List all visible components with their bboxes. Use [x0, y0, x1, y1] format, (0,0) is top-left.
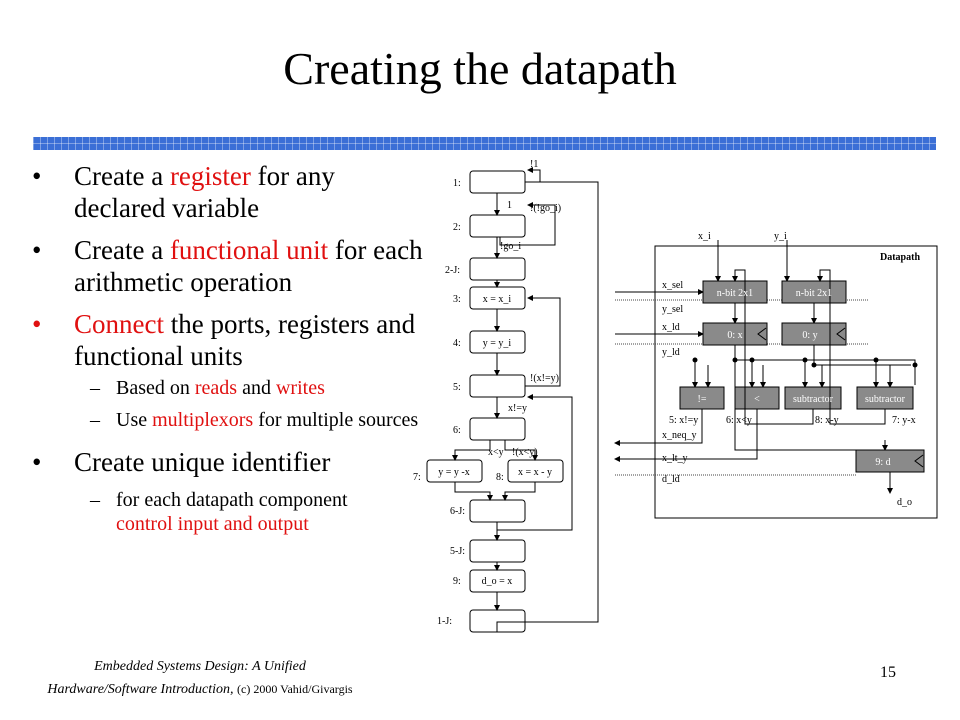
- state-2j: [469, 257, 526, 281]
- bullet-dot-icon: •: [32, 447, 42, 477]
- datapath-junctions: [692, 357, 918, 368]
- state-5j: [469, 539, 526, 563]
- state-labels: 1: 2: 2-J: 3: 4: 5: 6: 7: 8: 6-J: 5-J: 9…: [413, 178, 504, 627]
- edge-label: 1: [507, 200, 512, 211]
- state-label: 7:: [413, 472, 421, 483]
- control-label: y_ld: [662, 347, 680, 358]
- datapath-title: Datapath: [880, 252, 920, 263]
- action-text: x = x_i: [483, 294, 512, 305]
- register-label: 0: y: [802, 330, 817, 341]
- state-5: [469, 374, 526, 398]
- unit-id: 8: x-y: [815, 415, 839, 426]
- state-diagram: [426, 167, 599, 633]
- action-text: d_o = x: [482, 576, 513, 587]
- output-label: d_o: [897, 497, 912, 508]
- edge-label: x!=y: [508, 403, 527, 414]
- bullet-dot-icon: •: [32, 235, 42, 265]
- state-label: 6-J:: [450, 506, 465, 517]
- register-label: 9: d: [875, 457, 890, 468]
- edge-label: x<y: [488, 447, 504, 458]
- state-label: 3:: [453, 294, 461, 305]
- action-text: y = y -x: [438, 467, 469, 478]
- slide-title: Creating the datapath: [283, 43, 677, 94]
- control-label: d_ld: [662, 474, 680, 485]
- state-label: 9:: [453, 576, 461, 587]
- control-label: x_sel: [662, 280, 683, 291]
- state-6: [469, 417, 526, 441]
- state-6j: [469, 499, 526, 523]
- edge-labels: !1 1 !(!go_i) !go_i !(x!=y) x!=y x<y !(x…: [488, 159, 561, 458]
- mux-label: n-bit 2x1: [717, 288, 753, 299]
- title-divider: [33, 137, 936, 150]
- bullet-dot-icon: •: [32, 309, 42, 339]
- control-label: x_ld: [662, 322, 680, 333]
- state-label: 5:: [453, 382, 461, 393]
- unit-label: <: [754, 394, 760, 405]
- bullet-functional-unit: •Create a functional unit for each arith…: [32, 235, 423, 297]
- state-label: 2:: [453, 222, 461, 233]
- edge-label: !1: [530, 159, 538, 170]
- mux-label: n-bit 2x1: [796, 288, 832, 299]
- unit-label: subtractor: [793, 394, 834, 405]
- unit-label: subtractor: [865, 394, 906, 405]
- state-1: [469, 170, 526, 194]
- footer-citation: Embedded Systems Design: A Unified Hardw…: [47, 659, 353, 697]
- input-x-label: x_i: [698, 231, 711, 242]
- edge-label: !(!go_i): [530, 203, 561, 214]
- state-label: 1:: [453, 178, 461, 189]
- edge-label: !(x!=y): [530, 373, 559, 384]
- unit-label: !=: [698, 394, 707, 405]
- state-actions: x = x_i y = y_i y = y -x x = x - y d_o =…: [438, 294, 552, 587]
- bullet-connect: •Connect the ports, registers and functi…: [32, 309, 416, 371]
- datapath: [614, 240, 938, 519]
- action-text: x = x - y: [518, 467, 552, 478]
- unit-id: 5: x!=y: [669, 415, 698, 426]
- sub-bullet-reads-writes: –Based on reads and writes: [90, 377, 325, 399]
- state-2: [469, 214, 526, 238]
- bullet-dot-icon: •: [32, 161, 42, 191]
- control-label: x_lt_y: [662, 453, 688, 464]
- state-label: 8:: [496, 472, 504, 483]
- datapath-labels: Datapath x_i y_i x_sel y_sel x_ld y_ld x…: [662, 231, 920, 508]
- bullet-identifier: •Create unique identifier: [32, 447, 331, 477]
- sub-bullet-multiplexors: –Use multiplexors for multiple sources: [90, 409, 419, 431]
- register-label: 0: x: [727, 330, 742, 341]
- control-label: x_neq_y: [662, 430, 696, 441]
- state-label: 6:: [453, 425, 461, 436]
- state-label: 1-J:: [437, 616, 452, 627]
- edge-label: !(x<y): [512, 447, 538, 458]
- unit-id: 7: y-x: [892, 415, 916, 426]
- bullet-register: •Create a register for any declared vari…: [32, 161, 335, 223]
- page-number: 15: [880, 664, 896, 681]
- bullet-list: •Create a register for any declared vari…: [32, 160, 432, 544]
- edge-label: !go_i: [500, 241, 521, 252]
- unit-id: 6: x<y: [726, 415, 752, 426]
- control-label: y_sel: [662, 304, 683, 315]
- action-text: y = y_i: [483, 338, 512, 349]
- input-y-label: y_i: [774, 231, 787, 242]
- state-label: 2-J:: [445, 265, 460, 276]
- state-label: 5-J:: [450, 546, 465, 557]
- state-label: 4:: [453, 338, 461, 349]
